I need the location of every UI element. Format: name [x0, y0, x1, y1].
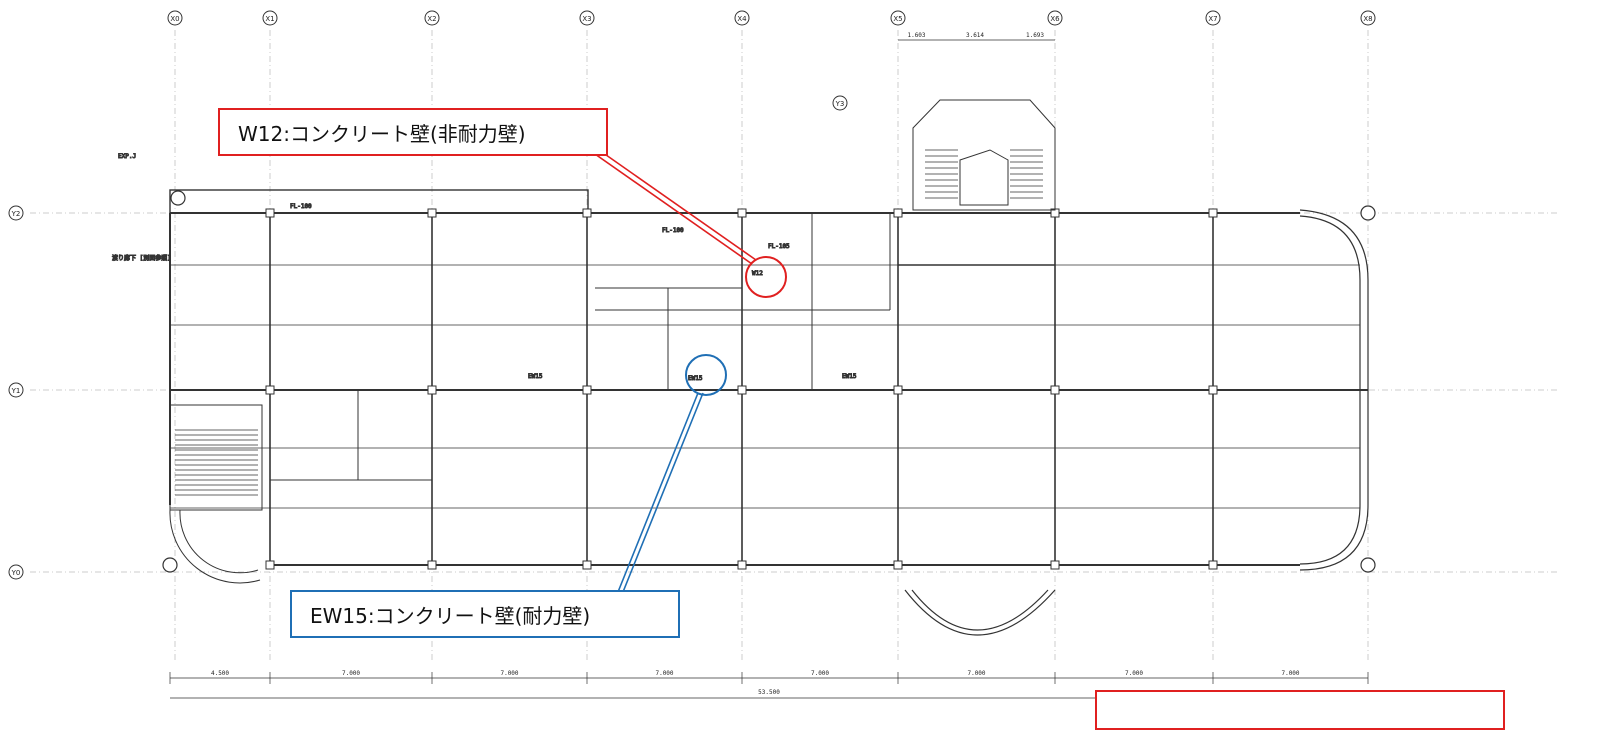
grid-bubble-x2: [424, 10, 440, 26]
column: [265, 385, 275, 395]
round-column: [162, 557, 178, 573]
grid-label-y2: Y2: [11, 210, 21, 218]
grid-label-x8: X8: [1363, 15, 1372, 23]
column: [893, 560, 903, 570]
column: [427, 560, 437, 570]
column: [1208, 385, 1218, 395]
dim-bottom-label: 7.000: [655, 670, 673, 677]
grid-label-x7: X7: [1208, 15, 1217, 23]
column: [582, 208, 592, 218]
round-column: [170, 190, 186, 206]
grid-label-y3: Y3: [835, 100, 845, 108]
dim-top-label: 3.614: [966, 32, 984, 39]
column: [1208, 208, 1218, 218]
fl-label: FL-105: [768, 243, 790, 250]
round-column: [1360, 205, 1376, 221]
grid-label-x6: X6: [1050, 15, 1060, 23]
grid-bubble-x0: [167, 10, 183, 26]
column: [737, 385, 747, 395]
dim-bottom-label: 7.000: [811, 670, 829, 677]
ew15-annotation-text: EW15:コンクリート壁(耐力壁): [310, 603, 591, 628]
dim-bottom-label: 7.000: [967, 670, 985, 677]
column: [737, 208, 747, 218]
dim-bottom-label: 4.500: [211, 670, 229, 677]
column: [265, 208, 275, 218]
grid-bubble-x3: [579, 10, 595, 26]
grid-label-x5: X5: [893, 15, 902, 23]
grid-bubble-y1: [8, 382, 24, 398]
corridor-wall: [169, 189, 589, 214]
grid-bubble-x5: [890, 10, 906, 26]
column: [1050, 385, 1060, 395]
ew15-marker-circle: [685, 354, 727, 396]
column: [893, 385, 903, 395]
column: [427, 208, 437, 218]
grid-label-y0: Y0: [11, 569, 21, 577]
exp-joint-label: EXP.J: [118, 153, 136, 160]
ew15-leader-line: [617, 392, 704, 593]
column: [582, 560, 592, 570]
fl-label: FL-100: [290, 203, 312, 210]
bay-window-arc: [904, 589, 1056, 636]
grid-bubble-x4: [734, 10, 750, 26]
column: [1208, 560, 1218, 570]
round-column: [1360, 557, 1376, 573]
grid-bubble-x8: [1360, 10, 1376, 26]
column: [737, 560, 747, 570]
column: [1050, 560, 1060, 570]
grid-label-x1: X1: [265, 15, 274, 23]
ew15-annotation-box: EW15:コンクリート壁(耐力壁): [290, 590, 680, 638]
dim-overall-label: 53.500: [758, 689, 780, 696]
grid-bubble-y3: [832, 95, 848, 111]
w12-leader-line: [574, 135, 757, 265]
dim-top-label: 1.693: [1026, 32, 1044, 39]
grid-label-y1: Y1: [11, 387, 21, 395]
corridor-note: 渡り廊下 [別図参照]: [112, 254, 171, 262]
dim-bottom-label: 7.000: [500, 670, 518, 677]
w12-annotation-text: W12:コンクリート壁(非耐力壁): [238, 121, 526, 146]
grid-label-x0: X0: [170, 15, 179, 23]
rounded-end-wall: [1299, 209, 1369, 571]
column: [893, 208, 903, 218]
grid-label-x4: X4: [737, 15, 747, 23]
w12-marker-circle: [745, 256, 787, 298]
column: [582, 385, 592, 395]
grid-label-x3: X3: [582, 15, 591, 23]
wall-ew15-label: EW15: [842, 373, 857, 380]
grid-bubble-y2: [8, 205, 24, 221]
grid-bubble-x6: [1047, 10, 1063, 26]
wall-w12-label: W12: [752, 270, 763, 277]
stair-tower-top: [912, 99, 1056, 211]
grid-bubble-y0: [8, 564, 24, 580]
empty-annotation-box: [1095, 690, 1505, 730]
grid-bubble-x7: [1205, 10, 1221, 26]
dim-top-label: 1.603: [907, 32, 925, 39]
fl-label: FL-100: [662, 227, 684, 234]
dim-bottom-label: 7.000: [342, 670, 360, 677]
wall-ew15-label: EW15: [688, 375, 703, 382]
w12-annotation-box: W12:コンクリート壁(非耐力壁): [218, 108, 608, 156]
column: [265, 560, 275, 570]
grid-bubble-x1: [262, 10, 278, 26]
column: [427, 385, 437, 395]
dim-bottom-label: 7.000: [1125, 670, 1143, 677]
grid-label-x2: X2: [427, 15, 436, 23]
dim-bottom-label: 7.000: [1281, 670, 1299, 677]
stair-bottom-left: [169, 404, 263, 584]
wall-ew15-label: EW15: [528, 373, 543, 380]
